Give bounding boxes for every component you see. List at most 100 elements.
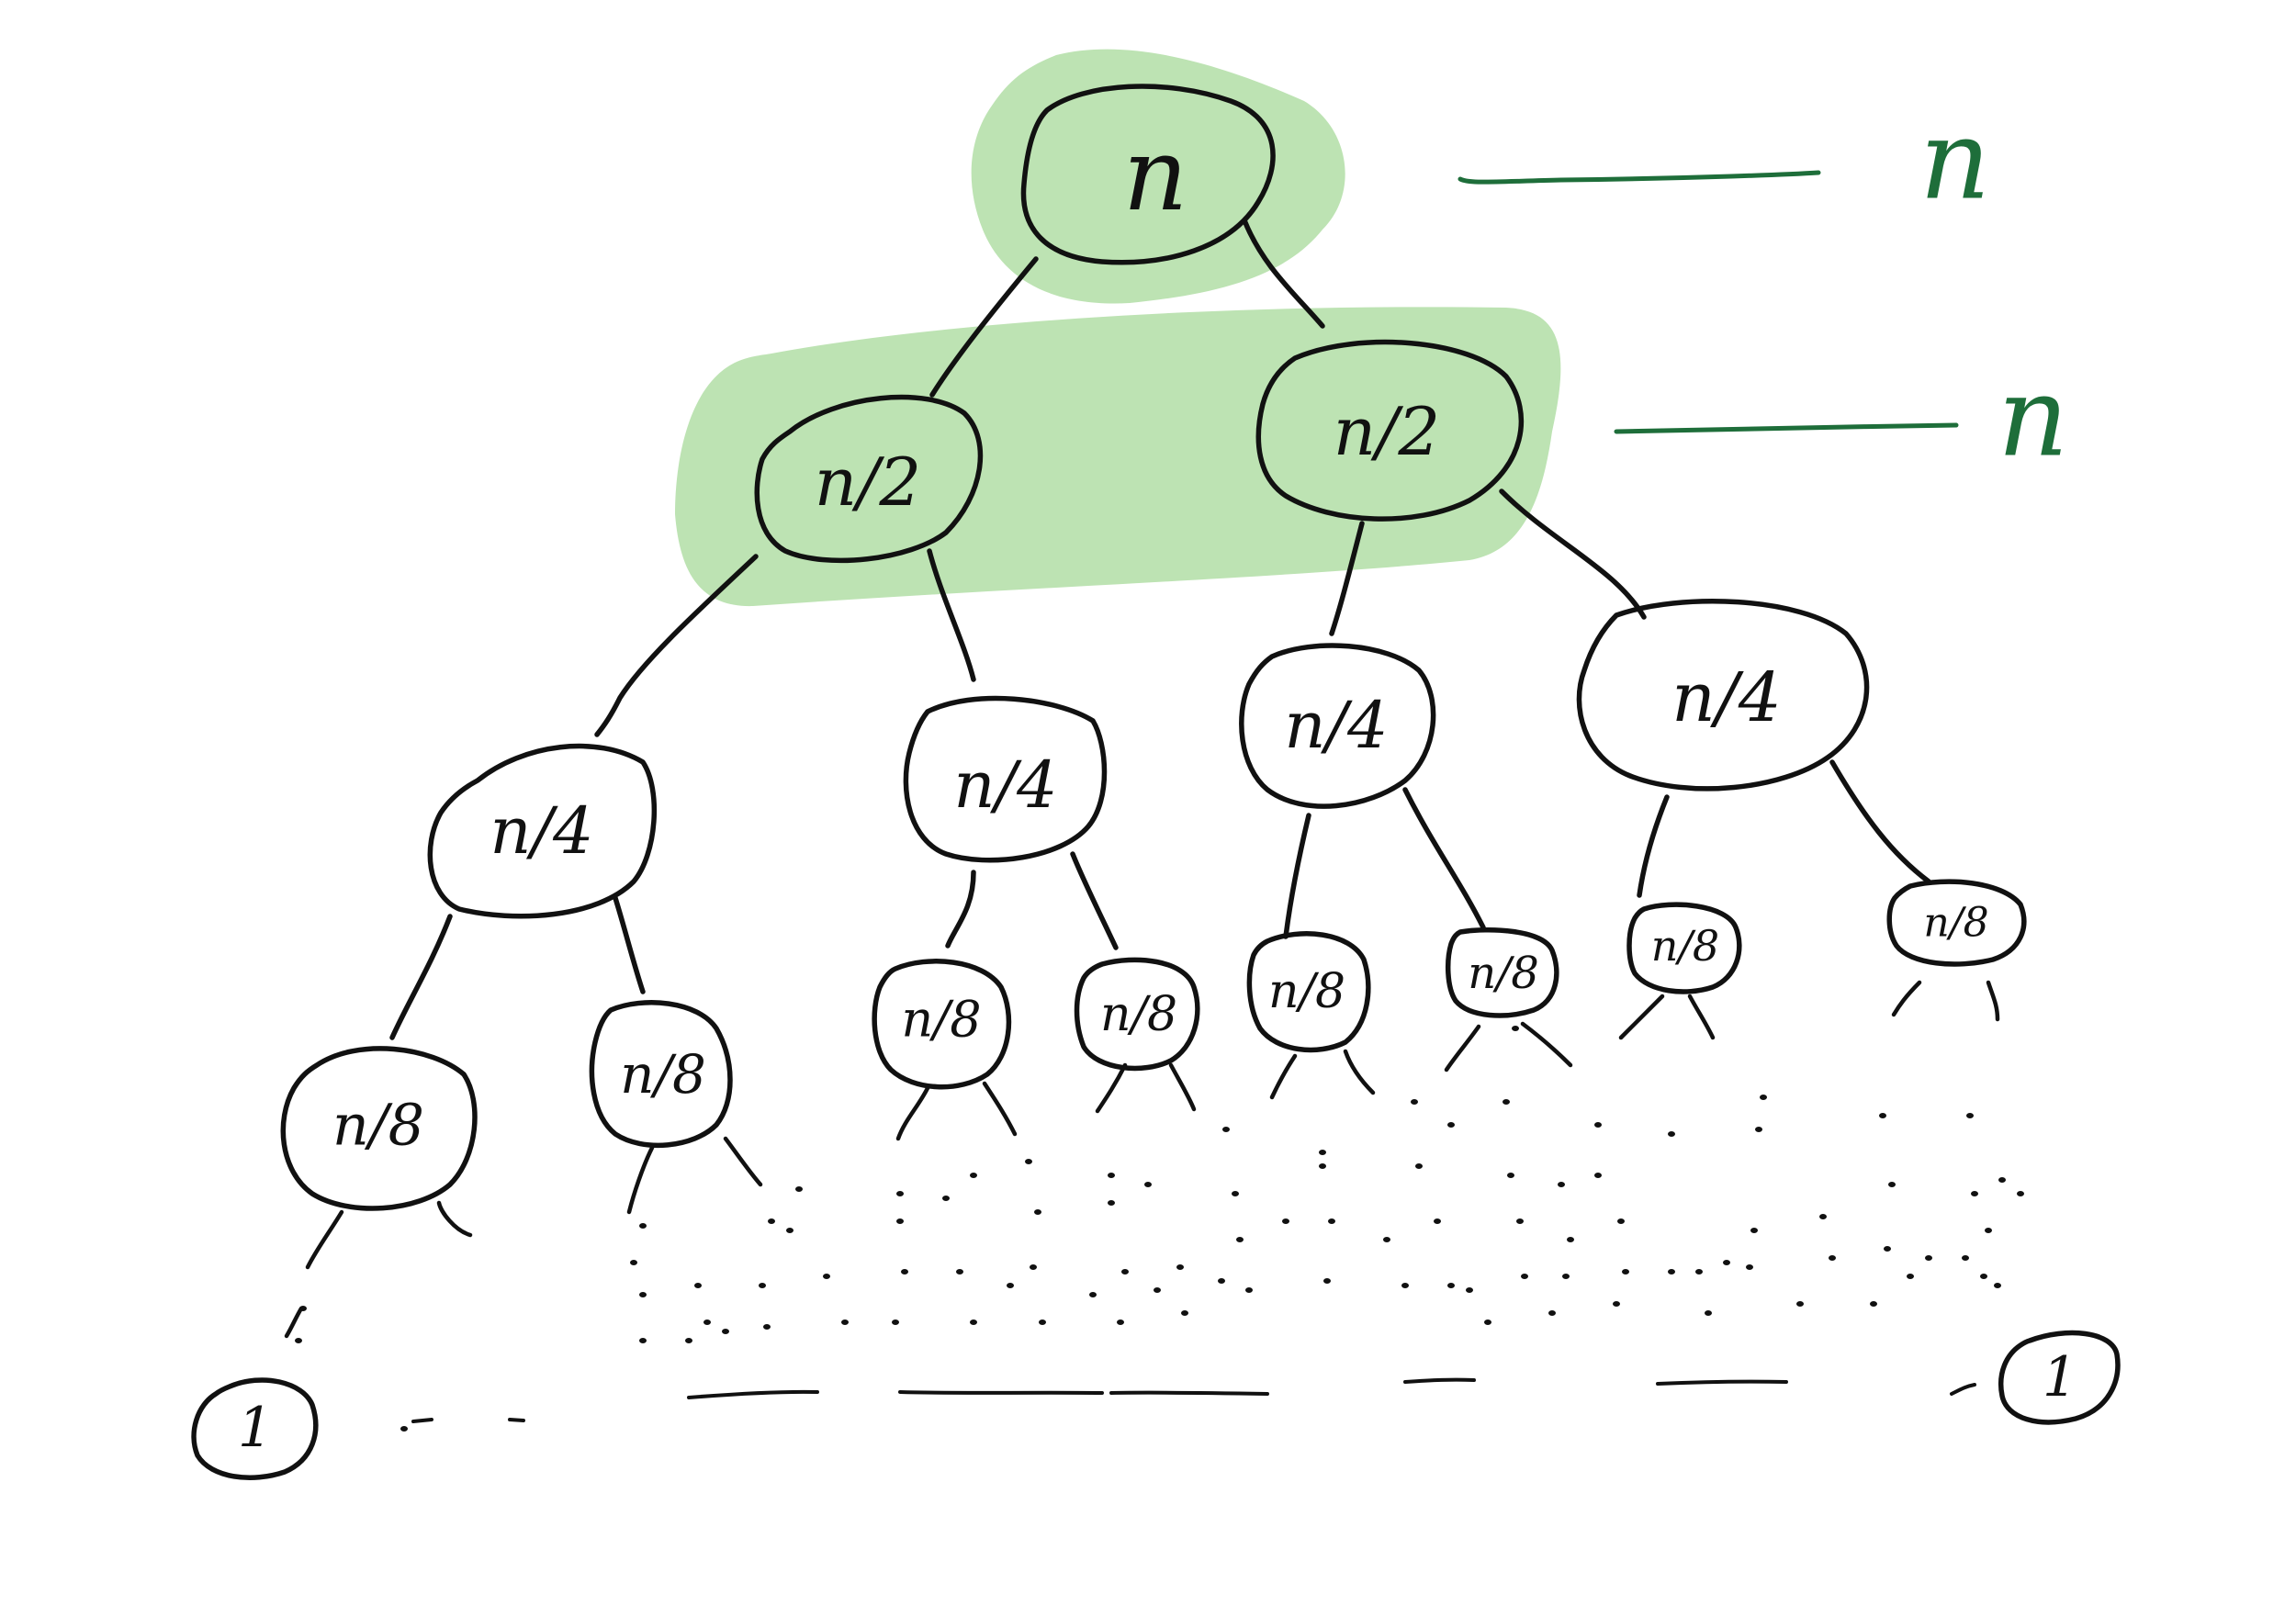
ellipsis-dot (970, 1319, 977, 1325)
ellipsis-dot (1434, 1218, 1441, 1224)
ellipsis-dot (1613, 1301, 1620, 1307)
ellipsis-dot (1176, 1264, 1184, 1270)
ellipsis-dot (1980, 1274, 1987, 1279)
node-n4-c: n/4 (1239, 643, 1436, 809)
node-n8-e: n/8 (1246, 931, 1371, 1053)
stub (1986, 980, 2000, 1022)
node-n4-b: n/4 (903, 695, 1108, 863)
ellipsis-dot (1617, 1218, 1625, 1224)
baseline-dash (898, 1390, 1104, 1395)
leaf-node-right: 1 (1998, 1330, 2121, 1425)
ellipsis-dot (1695, 1269, 1703, 1275)
ellipsis-dot (1415, 1163, 1423, 1169)
edge-l2b-l3c (945, 870, 976, 949)
level-sum-0: n (1458, 97, 1990, 225)
node-label: n/4 (490, 793, 593, 869)
node-label: n/8 (332, 1092, 424, 1159)
node-n2-right: n/2 (1255, 339, 1525, 522)
ellipsis-dot (1218, 1278, 1225, 1284)
edge-l1a-l2a (594, 554, 759, 737)
ellipsis-dot (1998, 1177, 2006, 1183)
edge-root-left (929, 256, 1039, 398)
ellipsis-dot (1117, 1319, 1124, 1325)
edge-l2d-l3g (1637, 794, 1670, 898)
node-label: n/4 (1284, 688, 1388, 763)
ellipsis-dot (1705, 1310, 1712, 1316)
ellipsis-dot (299, 1306, 307, 1311)
stub (895, 1085, 930, 1141)
node-label: n (1123, 116, 1188, 233)
ellipsis-dot (1503, 1099, 1510, 1105)
ellipsis-dot (823, 1274, 830, 1279)
ellipsis-dot (1516, 1218, 1524, 1224)
stub (723, 1136, 763, 1187)
level-sum-1: n (1614, 354, 2068, 482)
node-label: n/8 (901, 991, 981, 1049)
baseline-dash (1403, 1377, 1476, 1384)
ellipsis-dot (1755, 1127, 1762, 1132)
node-label: n/8 (1268, 964, 1345, 1019)
ellipsis-dot (1447, 1283, 1455, 1288)
node-n8-h: n/8 (1886, 879, 2027, 967)
ellipsis-dot (1034, 1209, 1041, 1215)
ellipsis-dot (639, 1292, 647, 1297)
ellipsis-dot (1548, 1310, 1556, 1316)
stub (1168, 1062, 1197, 1112)
ellipsis-dot (1401, 1283, 1409, 1288)
ellipsis-dot (639, 1223, 647, 1229)
ellipsis-dot (1870, 1301, 1877, 1307)
stub (1520, 1021, 1573, 1068)
ellipsis-dot (1383, 1237, 1390, 1242)
stub (1343, 1049, 1376, 1095)
ellipsis-dot (795, 1186, 803, 1192)
ellipsis-dot (1668, 1131, 1675, 1137)
ellipsis-dot (1521, 1274, 1528, 1279)
node-label: n/4 (953, 747, 1057, 823)
stub (982, 1081, 1018, 1137)
baseline-dash (687, 1389, 819, 1399)
ellipsis-dot (1507, 1173, 1514, 1178)
ellipsis-dot (1884, 1246, 1891, 1252)
level-1-highlight (675, 307, 1561, 607)
ellipsis-dot (1319, 1163, 1326, 1169)
ellipsis-dot (2017, 1191, 2024, 1196)
ellipsis-dot (1985, 1228, 1992, 1233)
highlight-layer (675, 49, 1561, 607)
leaf-node-left: 1 (191, 1377, 319, 1480)
stub (1444, 1024, 1481, 1072)
sum-line (1458, 170, 1821, 185)
ellipsis-dot (1829, 1255, 1836, 1261)
ellipsis-dot (901, 1269, 908, 1275)
stub (305, 1209, 344, 1270)
ellipsis-dot (1323, 1278, 1331, 1284)
edge-l1b-l2c (1329, 521, 1365, 636)
ellipsis-dot (1245, 1287, 1253, 1293)
ellipsis-dot (400, 1426, 408, 1432)
ellipsis-dot (1558, 1182, 1565, 1187)
ellipsis-dot (1108, 1200, 1115, 1206)
ellipsis-dot (1796, 1301, 1804, 1307)
level-sum-label: n (1919, 97, 1990, 225)
ellipsis-dot (1484, 1319, 1491, 1325)
ellipsis-dot (896, 1218, 904, 1224)
ellipsis-dot (970, 1173, 977, 1178)
ellipsis-dot (1282, 1218, 1289, 1224)
ellipsis-dot (942, 1196, 950, 1201)
stub (436, 1200, 473, 1238)
ellipsis-dot (703, 1319, 711, 1325)
ellipsis-dot (786, 1228, 793, 1233)
node-n8-c: n/8 (872, 959, 1012, 1090)
ellipsis-dot (1668, 1269, 1675, 1275)
trailing-stubs (284, 980, 2000, 1339)
ellipsis-dot (1925, 1255, 1932, 1261)
ellipsis-dot (1319, 1150, 1326, 1155)
ellipsis-dot (1622, 1269, 1629, 1275)
ellipsis-dot (841, 1319, 849, 1325)
node-n8-a: n/8 (280, 1046, 478, 1211)
ellipsis-dot (763, 1324, 771, 1330)
stub (1687, 994, 1716, 1040)
sum-line (1614, 422, 1959, 434)
ellipsis-dot (1567, 1237, 1574, 1242)
node-n4-d: n/4 (1576, 598, 1870, 792)
